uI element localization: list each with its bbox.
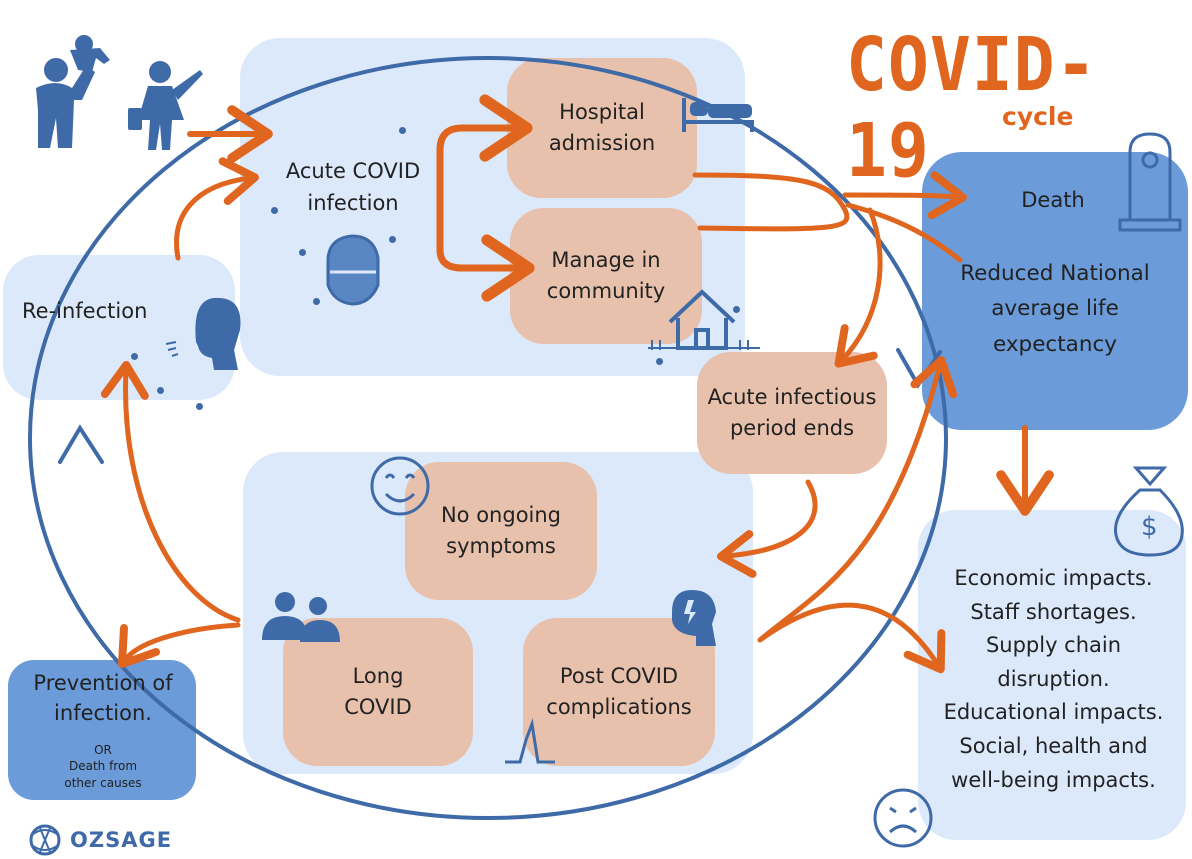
post-covid-box: Post COVID complications — [523, 618, 715, 766]
prevention-death-label: Death from other causes — [64, 759, 142, 791]
particle-dot — [313, 298, 320, 305]
diagram-subtitle: cycle — [1002, 102, 1074, 131]
cycle-arrowhead-left — [58, 424, 104, 464]
particle-dot — [656, 358, 663, 365]
prevention-or-label: OR — [94, 743, 112, 757]
sad-face-icon — [873, 788, 933, 848]
long-covid-box: Long COVID — [283, 618, 473, 766]
particle-dot — [299, 249, 306, 256]
prevention-label: Prevention of infection. — [33, 671, 173, 726]
particle-dot — [399, 127, 406, 134]
svg-text:$: $ — [1141, 512, 1158, 542]
particle-dot — [196, 403, 203, 410]
death-label: Death — [1021, 188, 1085, 212]
masked-face-icon — [326, 234, 380, 306]
ozsage-logo-icon — [29, 824, 61, 856]
hospital-admission-box: Hospital admission — [507, 58, 697, 198]
impacts-panel — [918, 510, 1186, 840]
people-icon — [262, 592, 340, 642]
bed-icon — [682, 98, 754, 132]
no-ongoing-symptoms-box: No ongoing symptoms — [405, 462, 597, 600]
acute-infection-label: Acute COVID infection — [285, 159, 421, 215]
storm-head-icon — [672, 590, 716, 646]
house-icon — [648, 289, 760, 350]
infectious-period-ends-box: Acute infectious period ends — [697, 352, 887, 474]
reinfection-label: Re-infection — [22, 299, 148, 323]
manage-community-box: Manage in community — [510, 208, 702, 344]
particle-dot — [733, 306, 740, 313]
gravestone-icon — [1118, 132, 1182, 232]
cycle-circle — [28, 56, 948, 820]
particle-dot — [389, 236, 396, 243]
particle-dot — [157, 387, 164, 394]
diagram-title: COVID-19 — [846, 22, 1098, 194]
prevention-panel — [8, 660, 196, 800]
life-expectancy-label: Reduced National average life expectancy — [960, 261, 1150, 357]
particle-dot — [131, 353, 138, 360]
cough-head-icon — [165, 297, 241, 370]
impacts-label: Economic impacts. Staff shortages. Suppl… — [943, 566, 1164, 792]
smiley-icon — [370, 456, 430, 516]
family-icon — [36, 35, 203, 150]
ozsage-logo-text: OZSAGE — [70, 828, 173, 852]
pulse-icon — [505, 718, 555, 764]
particle-dot — [271, 207, 278, 214]
money-bag-icon: $ — [1114, 466, 1184, 557]
